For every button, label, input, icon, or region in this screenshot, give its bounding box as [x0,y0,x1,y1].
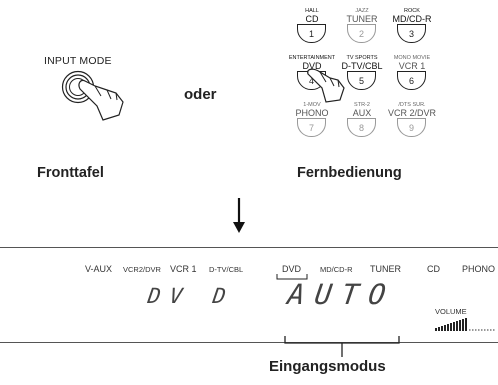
source-d-tv-cbl: D-TV/CBL [209,265,244,274]
key-label-top: 1-MOV [303,102,321,108]
key-button[interactable]: 2 [347,24,376,43]
source-v-aux: V-AUX [85,264,113,274]
key-button[interactable]: 6 [397,71,426,90]
key-label: PHONO [295,108,329,118]
key-label: D-TV/CBL [341,61,383,71]
remote-key-aux[interactable]: STR-2 AUX 8 [333,102,391,137]
key-label: AUX [352,108,372,118]
remote-key-vcr2-dvr[interactable]: /DTS SUR. VCR 2/DVR 9 [383,102,441,137]
source-dvd: DVD [282,264,302,274]
front-display [0,247,498,343]
key-label: VCR 1 [398,61,426,71]
key-button[interactable]: 5 [347,71,376,90]
pointing-hand-icon [307,68,345,103]
arrow-down-icon [233,198,245,233]
source-vcr2-dvr: VCR2/DVR [123,265,161,274]
remote-key-phono[interactable]: 1-MOV PHONO 7 [283,102,341,137]
oder-label: oder [184,86,217,103]
key-label-top: ENTERTAINMENT [288,55,336,61]
key-label: DVD [302,61,322,71]
key-label-top: MONO MOVIE [393,55,431,61]
key-label-top: /DTS SUR. [398,102,426,108]
key-button[interactable]: 9 [397,118,426,137]
key-label-top: STR-2 [354,102,370,108]
key-label-top: HALL [305,8,319,14]
remote-caption: Fernbedienung [297,165,402,181]
remote-key-vcr1[interactable]: MONO MOVIE VCR 1 6 [383,55,441,90]
key-button[interactable]: 3 [397,24,426,43]
key-button[interactable]: 1 [297,24,326,43]
key-button[interactable]: 7 [297,118,326,137]
remote-key-cd[interactable]: HALL CD 1 [283,8,341,43]
key-label-top: ROCK [404,8,420,14]
remote-key-d-tv-cbl[interactable]: TV SPORTS D-TV/CBL 5 [333,55,391,90]
volume-label: VOLUME [435,307,467,316]
source-cd: CD [427,264,440,274]
remote-keypad: HALL CD 1 JAZZ TUNER 2 ROCK MD/CD-R 3 EN… [283,8,463,143]
key-label: VCR 2/DVR [387,108,436,118]
mode-bracket [284,336,400,357]
input-mode-button[interactable] [55,68,130,126]
display-mode-readout: AUTO [285,278,398,311]
selected-source-indicator [276,274,308,280]
key-label: CD [305,14,319,24]
key-label-top: JAZZ [355,8,369,14]
remote-key-tuner[interactable]: JAZZ TUNER 2 [333,8,391,43]
key-label: MD/CD-R [392,14,432,24]
source-vcr1: VCR 1 [170,264,197,274]
key-label-top: TV SPORTS [346,55,378,61]
pointing-hand-icon [78,79,124,121]
source-tuner: TUNER [370,264,401,274]
key-button[interactable]: 8 [347,118,376,137]
input-mode-label: INPUT MODE [44,55,112,67]
source-md-cd-r: MD/CD-R [320,265,353,274]
input-mode-caption: Eingangsmodus [269,358,386,375]
remote-key-md-cd-r[interactable]: ROCK MD/CD-R 3 [383,8,441,43]
key-label: TUNER [346,14,378,24]
volume-meter [435,318,495,331]
display-source-readout: DV D [146,284,237,308]
front-panel-caption: Fronttafel [37,165,104,181]
source-phono: PHONO [462,264,496,274]
